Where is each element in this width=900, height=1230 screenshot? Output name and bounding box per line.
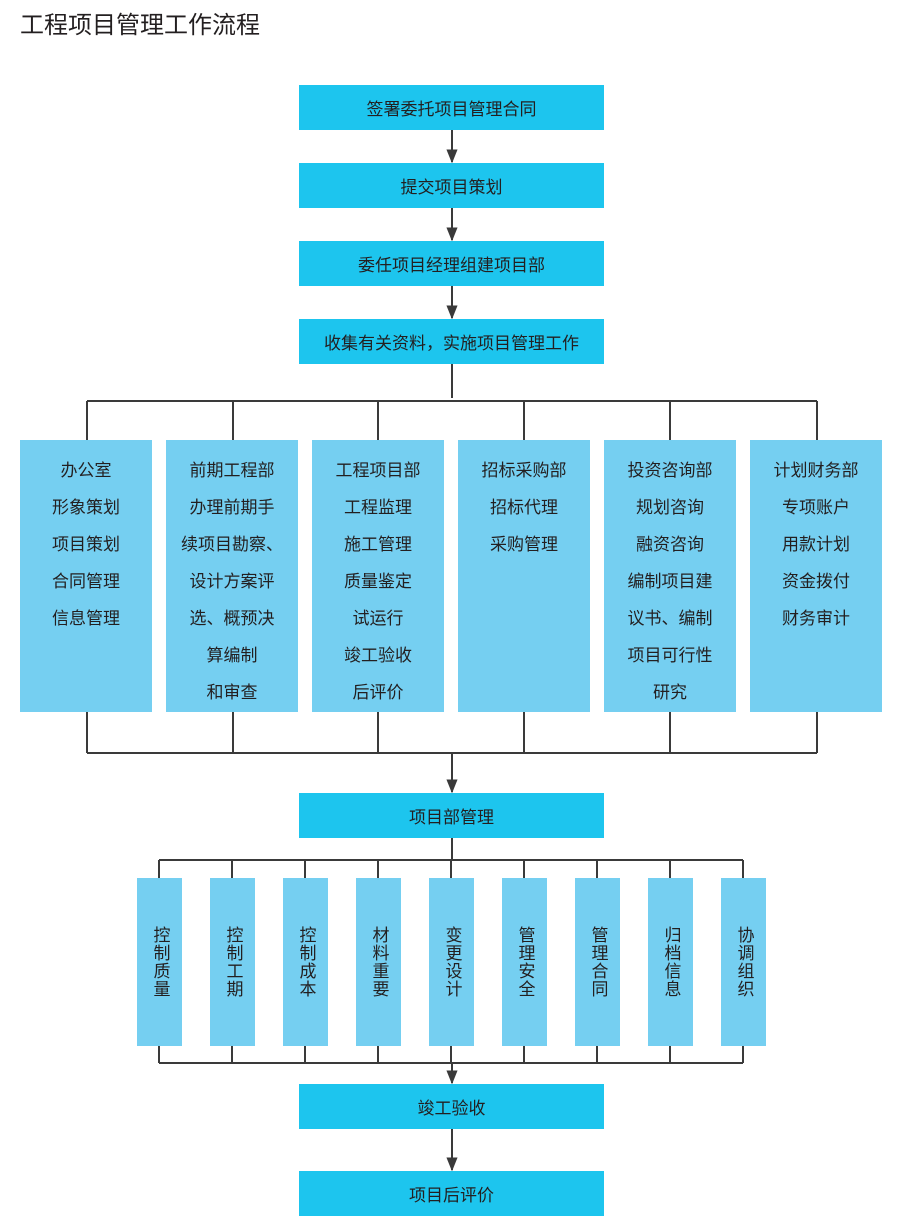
control-text: 变更 — [441, 926, 462, 962]
dept-line: 财务审计 — [782, 609, 850, 629]
control-text: 协调 — [733, 926, 754, 962]
control-text: 合同 — [587, 962, 608, 998]
control-text: 信息 — [660, 962, 681, 998]
dept-line: 续项目勘察、 — [181, 535, 283, 555]
dept-office: 办公室 形象策划 项目策划 合同管理 信息管理 — [20, 440, 152, 712]
step-submit-plan: 提交项目策划 — [299, 163, 604, 208]
dept-line: 办公室 — [60, 461, 112, 481]
dept-line: 研究 — [653, 683, 687, 703]
dept-procurement: 招标采购部 招标代理 采购管理 — [458, 440, 590, 712]
dept-line: 和审查 — [206, 683, 258, 703]
dept-line: 合同管理 — [52, 572, 120, 592]
dept-line: 工程监理 — [344, 498, 412, 518]
control-contract: 合同管理 — [575, 878, 620, 1046]
control-text: 质量 — [149, 962, 170, 998]
dept-line: 议书、编制 — [627, 609, 713, 629]
control-text: 重要 — [368, 962, 389, 998]
dept-line: 算编制 — [206, 646, 258, 666]
step-appoint-manager: 委任项目经理组建项目部 — [299, 241, 604, 286]
control-cost: 成本控制 — [283, 878, 328, 1046]
control-text: 成本 — [295, 962, 316, 998]
control-quality: 质量控制 — [137, 878, 182, 1046]
dept-line: 资金拨付 — [782, 572, 850, 592]
dept-line: 投资咨询部 — [627, 461, 713, 481]
control-schedule: 工期控制 — [210, 878, 255, 1046]
dept-investment: 投资咨询部 规划咨询 融资咨询 编制项目建 议书、编制 项目可行性 研究 — [604, 440, 736, 712]
dept-line: 采购管理 — [490, 535, 558, 555]
control-coordination: 组织协调 — [721, 878, 766, 1046]
step-sign-contract: 签署委托项目管理合同 — [299, 85, 604, 130]
control-text: 材料 — [368, 926, 389, 962]
dept-line: 后评价 — [352, 683, 404, 703]
step-collect-data: 收集有关资料，实施项目管理工作 — [299, 319, 604, 364]
step-post-evaluation: 项目后评价 — [299, 1171, 604, 1216]
dept-line: 招标采购部 — [481, 461, 567, 481]
dept-line: 招标代理 — [490, 498, 558, 518]
dept-line: 设计方案评 — [189, 572, 275, 592]
control-text: 组织 — [733, 962, 754, 998]
control-text: 工期 — [222, 962, 243, 998]
dept-line: 规划咨询 — [636, 498, 704, 518]
dept-line: 施工管理 — [344, 535, 412, 555]
control-text: 控制 — [222, 926, 243, 962]
control-text: 控制 — [149, 926, 170, 962]
control-text: 设计 — [441, 962, 462, 998]
dept-line: 质量鉴定 — [344, 572, 412, 592]
dept-line: 编制项目建 — [627, 572, 713, 592]
dept-line: 选、概预决 — [189, 609, 275, 629]
control-archive: 信息归档 — [648, 878, 693, 1046]
dept-line: 竣工验收 — [344, 646, 412, 666]
control-text: 管理 — [587, 926, 608, 962]
dept-line: 工程项目部 — [335, 461, 421, 481]
control-text: 控制 — [295, 926, 316, 962]
dept-line: 办理前期手 — [189, 498, 275, 518]
dept-line: 计划财务部 — [773, 461, 859, 481]
dept-line: 融资咨询 — [636, 535, 704, 555]
dept-line: 专项账户 — [782, 498, 850, 518]
step-project-management: 项目部管理 — [299, 793, 604, 838]
dept-engineering: 工程项目部 工程监理 施工管理 质量鉴定 试运行 竣工验收 后评价 — [312, 440, 444, 712]
page-title: 工程项目管理工作流程 — [20, 11, 260, 39]
control-safety: 安全管理 — [502, 878, 547, 1046]
control-text: 归档 — [660, 926, 681, 962]
dept-line: 用款计划 — [782, 535, 850, 555]
step-completion-acceptance: 竣工验收 — [299, 1084, 604, 1129]
dept-line: 试运行 — [352, 609, 404, 629]
dept-line: 信息管理 — [52, 609, 120, 629]
control-design-change: 设计变更 — [429, 878, 474, 1046]
dept-line: 前期工程部 — [189, 461, 275, 481]
control-text: 管理 — [514, 926, 535, 962]
dept-line: 项目策划 — [52, 535, 120, 555]
dept-preliminary: 前期工程部 办理前期手 续项目勘察、 设计方案评 选、概预决 算编制 和审查 — [166, 440, 298, 712]
dept-line: 形象策划 — [52, 498, 120, 518]
dept-finance: 计划财务部 专项账户 用款计划 资金拨付 财务审计 — [750, 440, 882, 712]
control-materials: 重要材料 — [356, 878, 401, 1046]
control-text: 安全 — [514, 962, 535, 998]
dept-line: 项目可行性 — [627, 646, 713, 666]
